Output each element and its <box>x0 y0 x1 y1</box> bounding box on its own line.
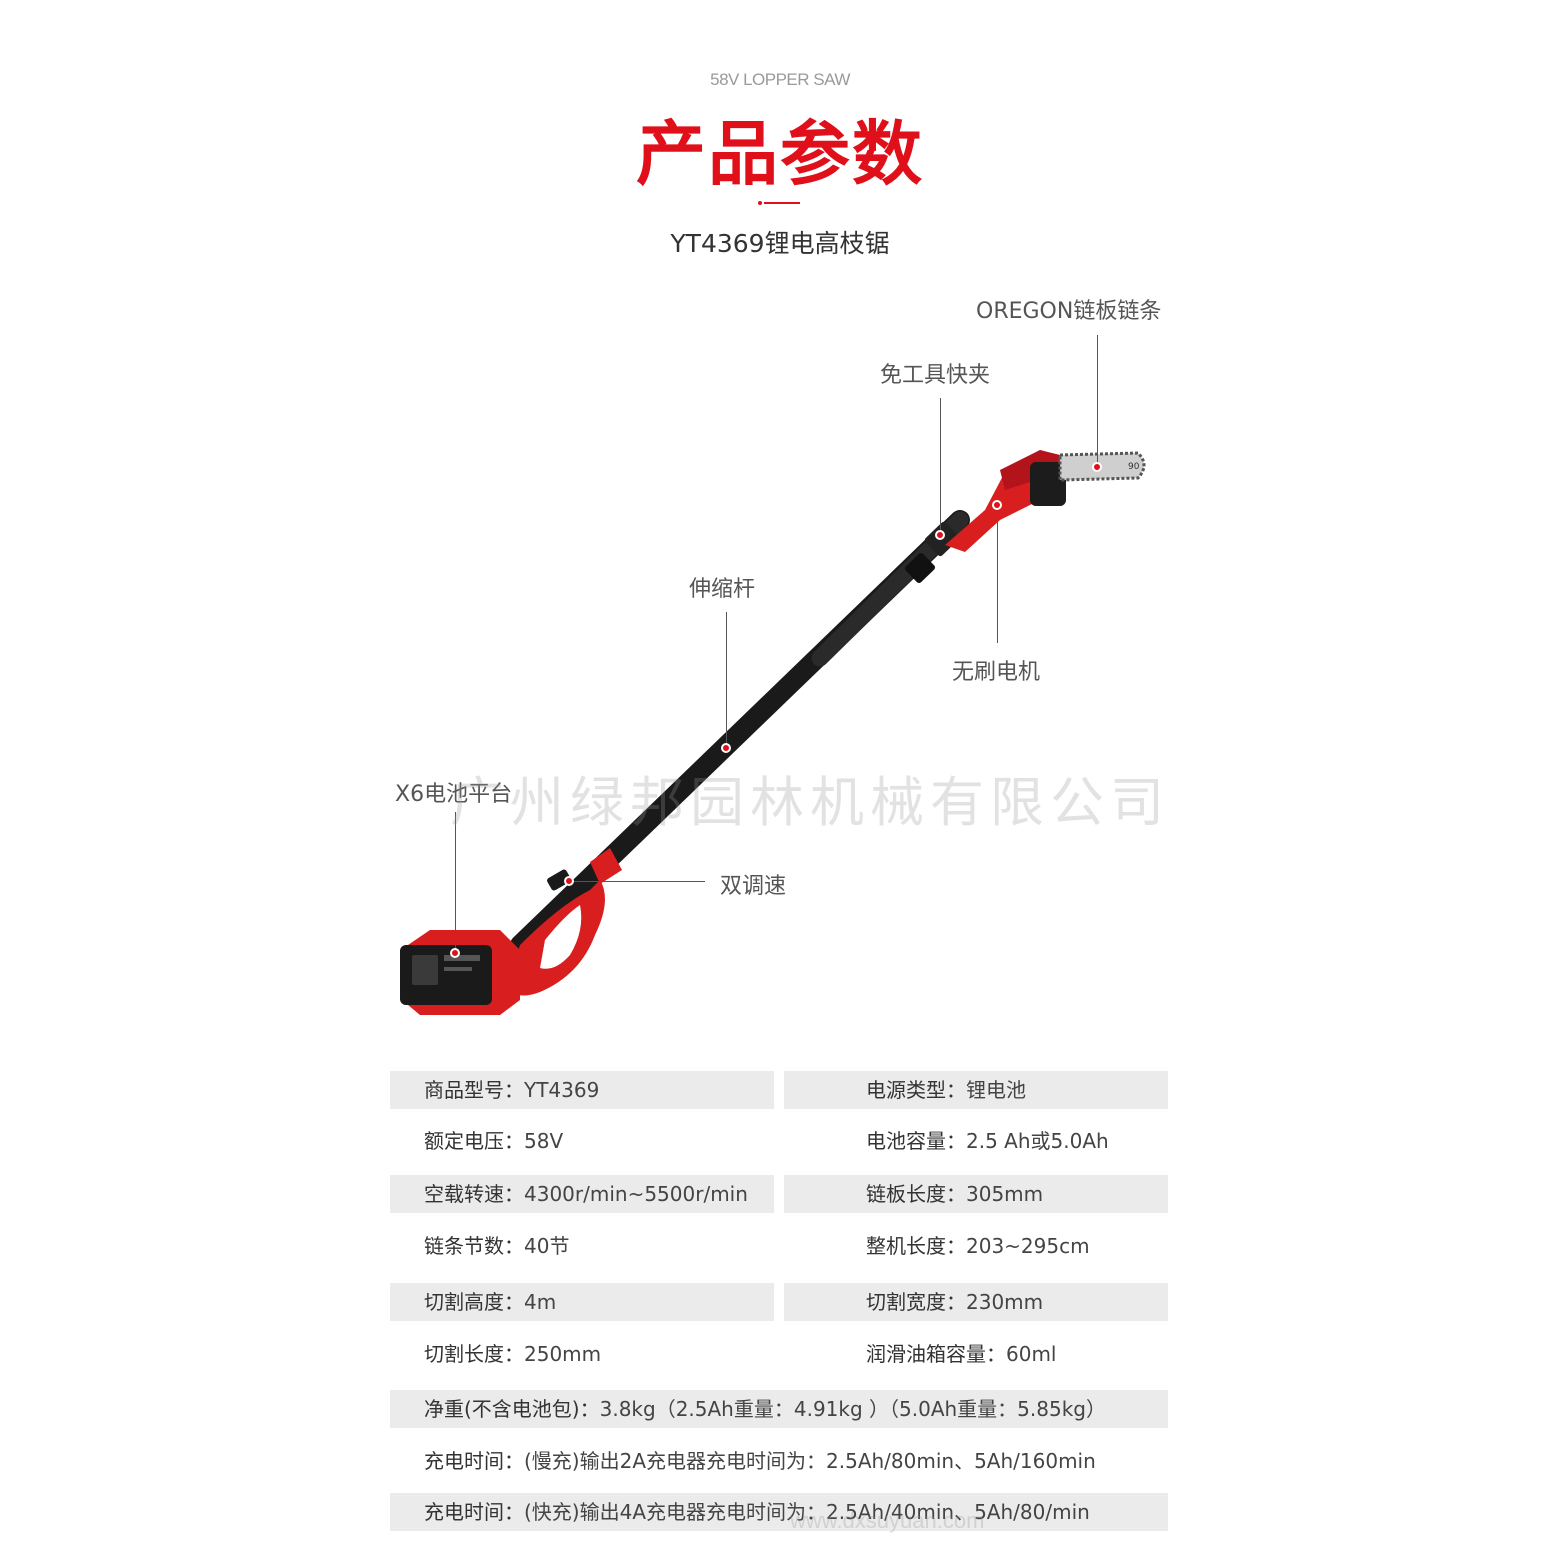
spec-cell: 商品型号：YT4369 <box>390 1071 774 1109</box>
spec-row: 切割长度：250mm 润滑油箱容量：60ml <box>390 1335 1168 1373</box>
pole-collar <box>904 552 936 584</box>
spec-cell: 整机长度：203~295cm <box>784 1227 1168 1265</box>
spec-value: 4m <box>524 1290 557 1314</box>
spec-cell: 电源类型：锂电池 <box>784 1071 1168 1109</box>
speed-switch <box>547 869 571 891</box>
pole-leader-line <box>726 612 727 748</box>
bar-mark: 90 <box>1128 462 1140 472</box>
clamp-marker <box>935 530 945 540</box>
spec-row: 充电时间：(快充)输出4A充电器充电时间为：2.5Ah/40min、5Ah/80… <box>390 1493 1168 1531</box>
spec-label: 电源类型： <box>866 1078 966 1102</box>
spec-value: 58V <box>524 1129 564 1153</box>
spec-value: (快充)输出4A充电器充电时间为：2.5Ah/40min、5Ah/80/min <box>524 1500 1090 1524</box>
spec-label: 切割宽度： <box>866 1290 966 1314</box>
spec-row: 充电时间：(慢充)输出2A充电器充电时间为：2.5Ah/80min、5Ah/16… <box>390 1442 1168 1480</box>
pole-marker <box>721 743 731 753</box>
callout-pole: 伸缩杆 <box>689 577 756 602</box>
spec-value: (慢充)输出2A充电器充电时间为：2.5Ah/80min、5Ah/160min <box>524 1449 1096 1473</box>
url-watermark: www.dxsuyuan.com <box>790 1508 985 1533</box>
spec-value: 230mm <box>966 1290 1044 1314</box>
spec-row: 商品型号：YT4369 电源类型：锂电池 <box>390 1071 1168 1109</box>
spec-cell: 切割高度：4m <box>390 1283 774 1321</box>
product-illustration: 90 <box>400 450 1146 1015</box>
spec-label: 链板长度： <box>866 1182 966 1206</box>
spec-label: 切割高度： <box>424 1290 524 1314</box>
spec-value: 250mm <box>524 1342 602 1366</box>
spec-value: 锂电池 <box>966 1078 1026 1102</box>
spec-value: 40节 <box>524 1234 570 1258</box>
spec-row: 切割高度：4m 切割宽度：230mm <box>390 1283 1168 1321</box>
spec-label: 润滑油箱容量： <box>866 1342 1006 1366</box>
spec-value: 2.5 Ah或5.0Ah <box>966 1129 1109 1153</box>
spec-cell: 切割宽度：230mm <box>784 1283 1168 1321</box>
spec-cell: 切割长度：250mm <box>390 1335 774 1373</box>
spec-value: 60ml <box>1006 1342 1057 1366</box>
guide-bar <box>1058 451 1146 482</box>
spec-value: YT4369 <box>524 1078 600 1102</box>
spec-label: 商品型号： <box>424 1078 524 1102</box>
oregon-marker <box>1092 462 1102 472</box>
spec-row: 链条节数：40节 整机长度：203~295cm <box>390 1227 1168 1265</box>
spec-cell: 链板长度：305mm <box>784 1175 1168 1213</box>
spec-label: 切割长度： <box>424 1342 524 1366</box>
spec-cell: 充电时间：(慢充)输出2A充电器充电时间为：2.5Ah/80min、5Ah/16… <box>390 1442 1168 1480</box>
model-name: YT4369锂电高枝锯 <box>670 229 890 258</box>
front-handle <box>590 848 622 884</box>
spec-label: 空载转速： <box>424 1182 524 1206</box>
callout-oregon: OREGON链板链条 <box>976 299 1162 324</box>
spec-label: 额定电压： <box>424 1129 524 1153</box>
spec-label: 链条节数： <box>424 1234 524 1258</box>
spec-value: 3.8kg（2.5Ah重量：4.91kg ）（5.0Ah重量：5.85kg） <box>599 1397 1106 1421</box>
oregon-leader-line <box>1097 335 1098 465</box>
spec-cell: 润滑油箱容量：60ml <box>784 1335 1168 1373</box>
spec-row: 净重(不含电池包)：3.8kg（2.5Ah重量：4.91kg ）（5.0Ah重量… <box>390 1390 1168 1428</box>
spec-label: 整机长度： <box>866 1234 966 1258</box>
spec-label: 净重(不含电池包)： <box>424 1397 600 1421</box>
spec-row: 空载转速：4300r/min~5500r/min 链板长度：305mm <box>390 1175 1168 1213</box>
spec-value: 4300r/min~5500r/min <box>524 1182 748 1206</box>
spec-value: 305mm <box>966 1182 1044 1206</box>
motor-marker <box>992 500 1002 510</box>
speed-leader-line <box>570 881 705 882</box>
speed-marker <box>564 876 574 886</box>
spec-row: 额定电压：58V 电池容量：2.5 Ah或5.0Ah <box>390 1122 1168 1160</box>
callout-speed: 双调速 <box>720 874 787 899</box>
spec-cell: 电池容量：2.5 Ah或5.0Ah <box>784 1122 1168 1160</box>
spec-label: 充电时间： <box>424 1500 524 1524</box>
battery-leader-line <box>455 812 456 952</box>
battery-marker <box>450 948 460 958</box>
callout-clamp: 免工具快夹 <box>880 363 991 388</box>
spec-label: 充电时间： <box>424 1449 524 1473</box>
title-divider-dot <box>758 201 762 205</box>
spec-value: 203~295cm <box>966 1234 1090 1258</box>
motor-leader-line <box>997 507 998 643</box>
title-divider <box>764 202 800 204</box>
spec-cell: 充电时间：(快充)输出4A充电器充电时间为：2.5Ah/40min、5Ah/80… <box>390 1493 1168 1531</box>
spec-cell: 空载转速：4300r/min~5500r/min <box>390 1175 774 1213</box>
saw-head: 90 <box>945 450 1146 552</box>
subtitle-en: 58V LOPPER SAW <box>710 70 850 89</box>
company-watermark: 广州绿邦园林机械有限公司 <box>450 771 1170 834</box>
page-title: 产品参数 <box>636 113 924 195</box>
callout-motor: 无刷电机 <box>952 660 1041 685</box>
callout-battery: X6电池平台 <box>395 782 513 807</box>
battery-pack <box>400 930 520 1015</box>
spec-cell: 链条节数：40节 <box>390 1227 774 1265</box>
clamp-leader-line <box>940 398 941 534</box>
spec-cell: 额定电压：58V <box>390 1122 774 1160</box>
spec-label: 电池容量： <box>866 1129 966 1153</box>
spec-cell: 净重(不含电池包)：3.8kg（2.5Ah重量：4.91kg ）（5.0Ah重量… <box>390 1390 1168 1428</box>
